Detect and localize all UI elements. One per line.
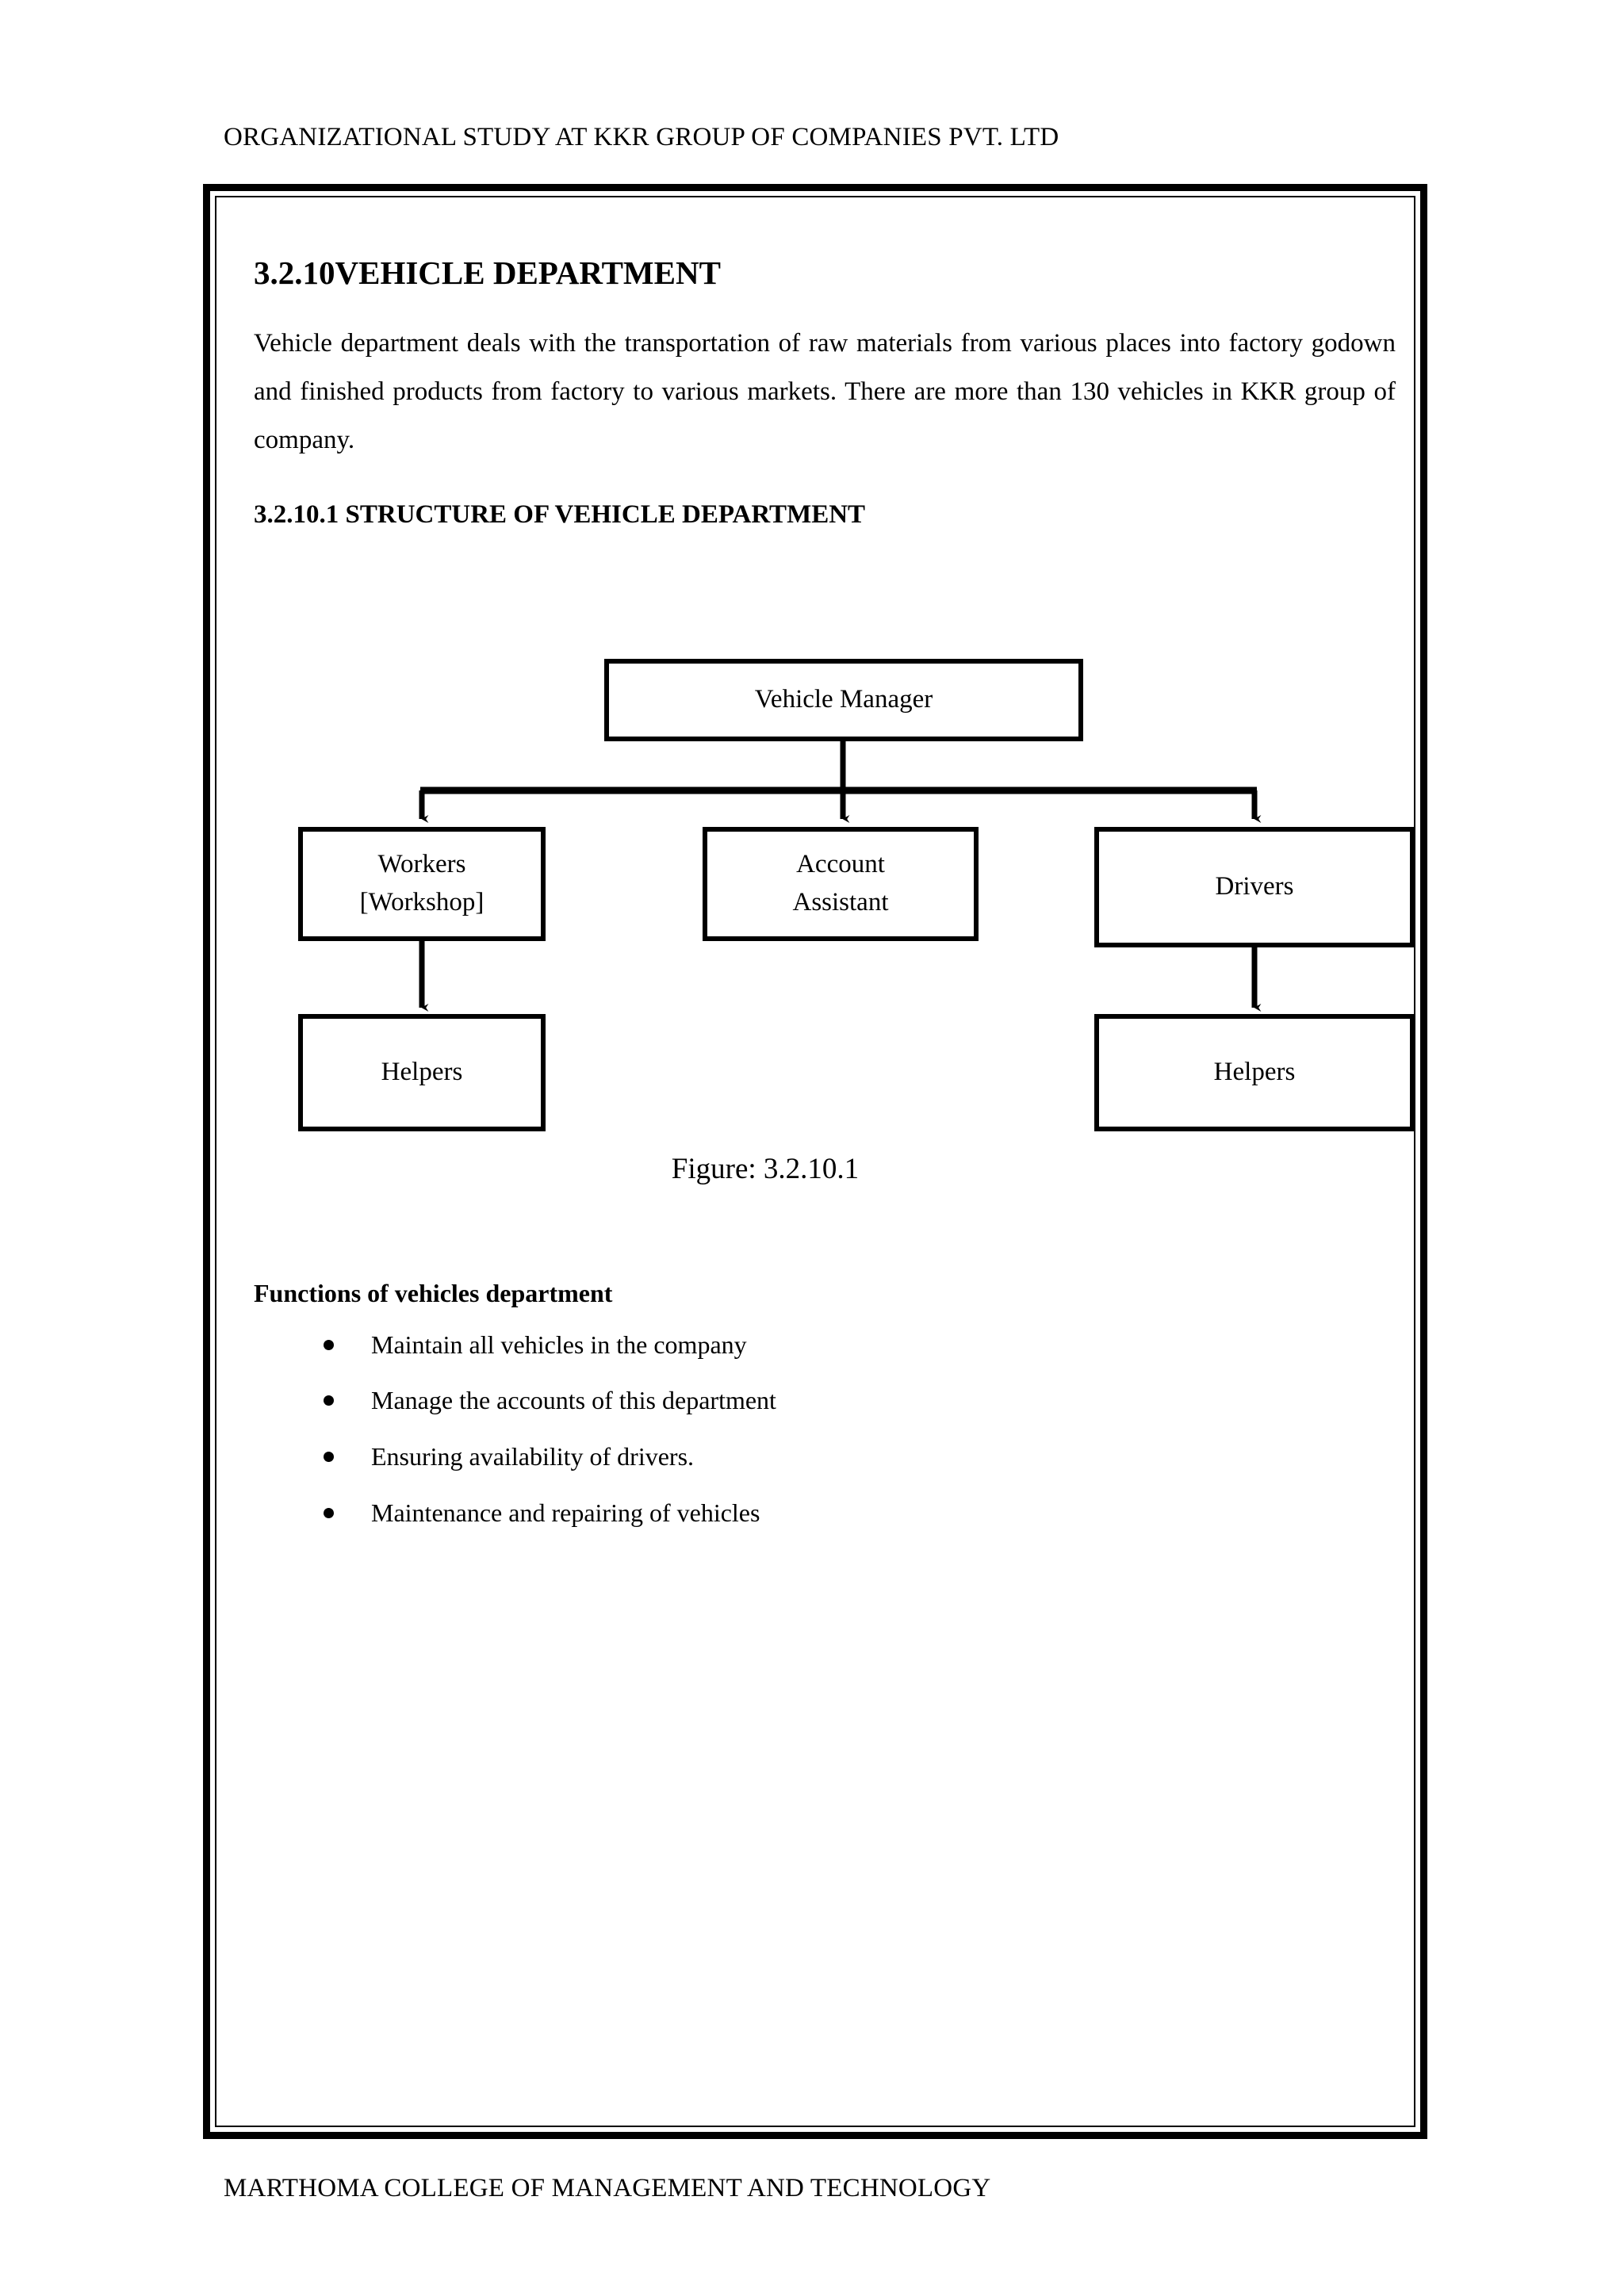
bullet-icon <box>324 1339 334 1350</box>
bullet-icon <box>324 1508 334 1519</box>
org-node-label: Account Assistant <box>792 849 889 916</box>
list-item-label: Ensuring availability of drivers. <box>371 1442 695 1471</box>
org-node-label: Helpers <box>381 1057 463 1086</box>
org-node-workers-workshop[interactable]: Workers [Workshop] <box>298 826 546 941</box>
bullet-icon <box>324 1395 334 1406</box>
document-content: 3.2.10VEHICLE DEPARTMENT Vehicle departm… <box>254 254 1415 1553</box>
figure-caption: Figure: 3.2.10.1 <box>671 1152 860 1185</box>
list-item-label: Maintain all vehicles in the company <box>371 1330 747 1359</box>
org-node-label: Vehicle Manager <box>754 684 933 714</box>
org-node-account-assistant[interactable]: Account Assistant <box>703 826 979 941</box>
functions-heading: Functions of vehicles department <box>254 1278 613 1307</box>
page-running-header: ORGANIZATIONAL STUDY AT KKR GROUP OF COM… <box>224 123 1059 151</box>
org-node-vehicle-manager[interactable]: Vehicle Manager <box>604 658 1083 741</box>
list-item: Manage the accounts of this department <box>254 1384 1396 1417</box>
bullet-icon <box>324 1452 334 1463</box>
org-chart-connectors <box>419 740 1262 1012</box>
org-node-label: Workers [Workshop] <box>359 849 485 916</box>
list-item: Ensuring availability of drivers. <box>254 1441 1396 1473</box>
org-node-drivers[interactable]: Drivers <box>1094 826 1415 947</box>
list-item-label: Manage the accounts of this department <box>371 1386 776 1415</box>
section-paragraph: Vehicle department deals with the transp… <box>254 329 1396 455</box>
org-node-label: Helpers <box>1213 1057 1296 1086</box>
list-item: Maintain all vehicles in the company <box>254 1329 1396 1361</box>
page-border <box>203 184 1427 2139</box>
list-item-label: Maintenance and repairing of vehicles <box>371 1498 760 1528</box>
org-node-label: Drivers <box>1215 871 1294 901</box>
section-heading: 3.2.10VEHICLE DEPARTMENT <box>254 254 721 291</box>
page-border-inner-rule <box>215 196 1415 2127</box>
page-running-footer: MARTHOMA COLLEGE OF MANAGEMENT AND TECHN… <box>224 2174 991 2202</box>
org-chart: Vehicle Manager Workers [Workshop] Accou… <box>254 595 1415 1198</box>
list-item: Maintenance and repairing of vehicles <box>254 1497 1396 1529</box>
org-node-helpers-left[interactable]: Helpers <box>298 1013 546 1131</box>
org-node-helpers-right[interactable]: Helpers <box>1094 1013 1415 1131</box>
section-subheading: 3.2.10.1 STRUCTURE OF VEHICLE DEPARTMENT <box>254 500 866 530</box>
functions-list: Maintain all vehicles in the company Man… <box>254 1329 1396 1530</box>
